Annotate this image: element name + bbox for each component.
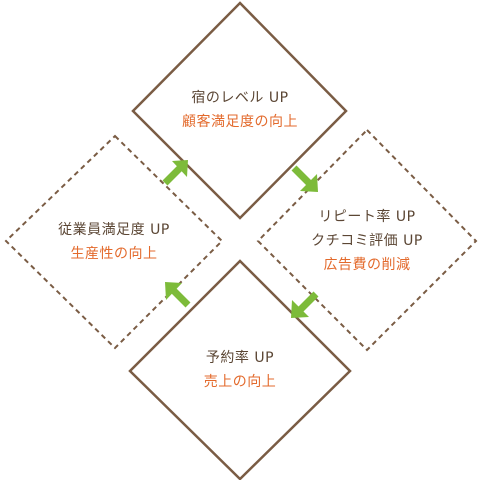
left-node-line-1: 従業員満足度 UP: [58, 222, 170, 238]
right-node-sub-1: 広告費の削減: [323, 257, 411, 273]
top-node-sub-1: 顧客満足度の向上: [182, 114, 298, 130]
right-node-label: リピート率 UP クチコミ評価 UP 広告費の削減: [267, 205, 467, 277]
left-node-label: 従業員満足度 UP 生産性の向上: [14, 218, 214, 266]
top-node-label: 宿のレベル UP 顧客満足度の向上: [140, 86, 340, 134]
arrow-bottom-to-left: [165, 282, 191, 308]
right-node-line-2: クチコミ評価 UP: [311, 233, 423, 249]
right-node-line-1: リピート率 UP: [318, 209, 416, 225]
top-node-line-1: 宿のレベル UP: [191, 90, 289, 106]
left-node-sub-1: 生産性の向上: [70, 246, 158, 262]
bottom-diamond: [128, 259, 352, 480]
arrow-top-to-right: [291, 165, 318, 192]
bottom-node-line-1: 予約率 UP: [205, 350, 275, 366]
arrow-left-to-top: [162, 160, 188, 186]
bottom-node-sub-1: 売上の向上: [203, 374, 277, 390]
arrow-right-to-bottom: [291, 291, 319, 318]
bottom-node-label: 予約率 UP 売上の向上: [140, 346, 340, 394]
